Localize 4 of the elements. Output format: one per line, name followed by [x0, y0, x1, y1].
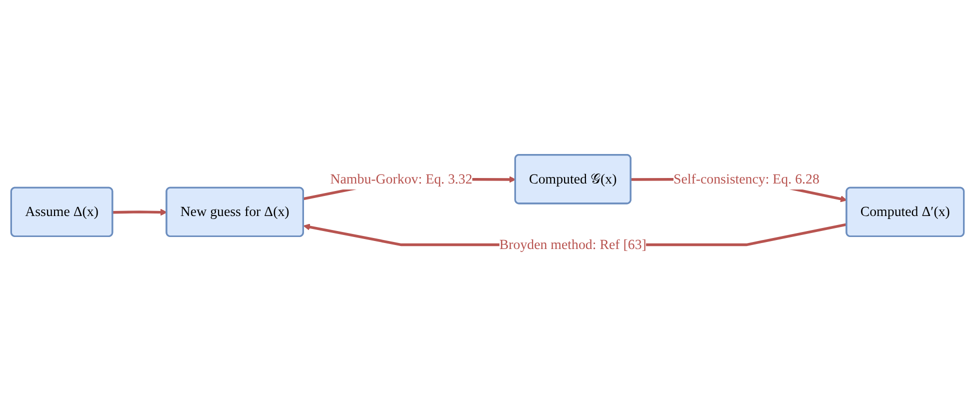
edge-label: Self-consistency: Eq. 6.28	[673, 171, 820, 186]
arrow	[112, 208, 168, 216]
edge-label: Nambu-Gorkov: Eq. 3.32	[330, 171, 472, 186]
edge-label: Broyden method: Ref [63]	[499, 236, 646, 252]
